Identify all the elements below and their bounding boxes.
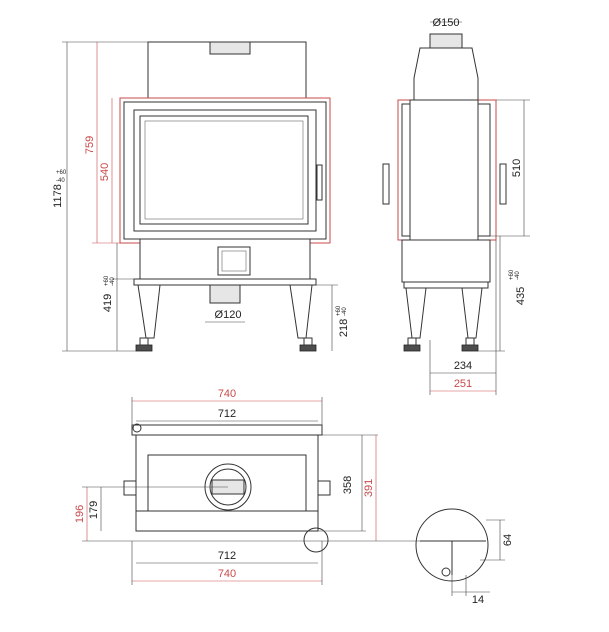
label-front-leg-tol-upper: +60	[104, 275, 110, 286]
side-foot-left	[403, 344, 421, 352]
label-front-leg: 419	[102, 294, 114, 312]
label-front-bottom-tol-lower: -40	[342, 307, 348, 316]
top-bolt-left	[132, 423, 142, 433]
side-leg-right	[461, 287, 483, 339]
side-hood	[413, 47, 479, 101]
front-foot-left	[135, 344, 153, 352]
side-base	[401, 239, 491, 283]
top-tab-right	[317, 480, 331, 496]
label-front-flue: Ø120	[215, 309, 242, 321]
front-base	[139, 238, 311, 280]
side-leg-left	[405, 287, 427, 339]
label-side-depth-inner: 234	[454, 360, 472, 372]
label-side-leg-tol-lower: -40	[515, 271, 521, 280]
label-top-depth-outer: 391	[363, 479, 375, 497]
front-body	[123, 101, 327, 240]
side-back-panel	[477, 103, 491, 237]
top-view: 740 712 358 391 196 179 712 740	[74, 388, 420, 585]
front-door	[133, 109, 317, 232]
front-base-plate	[133, 278, 317, 286]
label-top-outer-lower: 740	[218, 568, 236, 580]
label-front-total-tol-lower: -40	[56, 178, 65, 184]
front-foot-right	[299, 344, 317, 352]
label-side-height: 510	[511, 159, 523, 177]
label-front-bottom: 218	[338, 319, 350, 337]
label-front-total-tol-upper: +60	[56, 170, 67, 176]
front-foot-right-stem	[303, 337, 313, 346]
top-rear-strip	[135, 510, 319, 532]
front-leg-right	[289, 284, 313, 339]
side-foot-right-stem	[465, 337, 475, 346]
top-front-strip	[131, 424, 323, 436]
side-front-panel	[401, 103, 411, 237]
label-top-outer-upper: 740	[218, 388, 236, 400]
front-glass	[139, 115, 309, 225]
front-flue-collar	[209, 41, 251, 55]
label-front-frame: 759	[84, 136, 96, 154]
side-foot-left-stem	[407, 337, 417, 346]
label-front-glass: 540	[99, 163, 111, 181]
front-air-box	[217, 246, 251, 276]
front-bottom-flue	[209, 284, 241, 304]
detail-view: 64 14	[415, 508, 514, 606]
label-side-depth-outer: 251	[454, 378, 472, 390]
detail-bolt	[441, 567, 451, 577]
label-top-left-inner: 179	[88, 501, 100, 519]
label-top-inner-lower: 712	[218, 550, 236, 562]
label-side-leg-tol-upper: +60	[509, 269, 515, 280]
front-foot-left-stem	[139, 337, 149, 346]
label-top-inner-upper: 712	[218, 408, 236, 420]
front-door-handle	[316, 164, 323, 201]
label-detail-height: 64	[502, 534, 514, 546]
top-tab-left	[123, 480, 137, 496]
label-side-flue: Ø150	[433, 17, 460, 29]
side-foot-right	[461, 344, 479, 352]
front-leg-left	[137, 284, 161, 339]
label-top-depth-inner: 358	[342, 476, 354, 494]
label-top-left-outer: 196	[74, 505, 86, 523]
label-front-total: 1178	[52, 184, 64, 208]
front-air-box-inner	[221, 250, 247, 272]
side-base-plate	[403, 281, 489, 289]
side-flue-collar	[429, 33, 463, 49]
side-handle-right	[499, 163, 507, 205]
side-handle-left	[382, 163, 390, 205]
label-side-leg: 435	[515, 287, 527, 305]
front-glass-inner	[144, 120, 304, 220]
label-front-bottom-tol-upper: +60	[336, 305, 342, 316]
top-detail-circle	[303, 527, 329, 553]
label-front-leg-tol-lower: -40	[110, 277, 116, 286]
side-view: Ø150 510 435 +60 -40 234 251	[382, 17, 530, 395]
label-detail-width: 14	[472, 594, 484, 606]
front-view: 1178 +60 -40 759 540 419 +60 -40 218 +60…	[52, 41, 350, 352]
